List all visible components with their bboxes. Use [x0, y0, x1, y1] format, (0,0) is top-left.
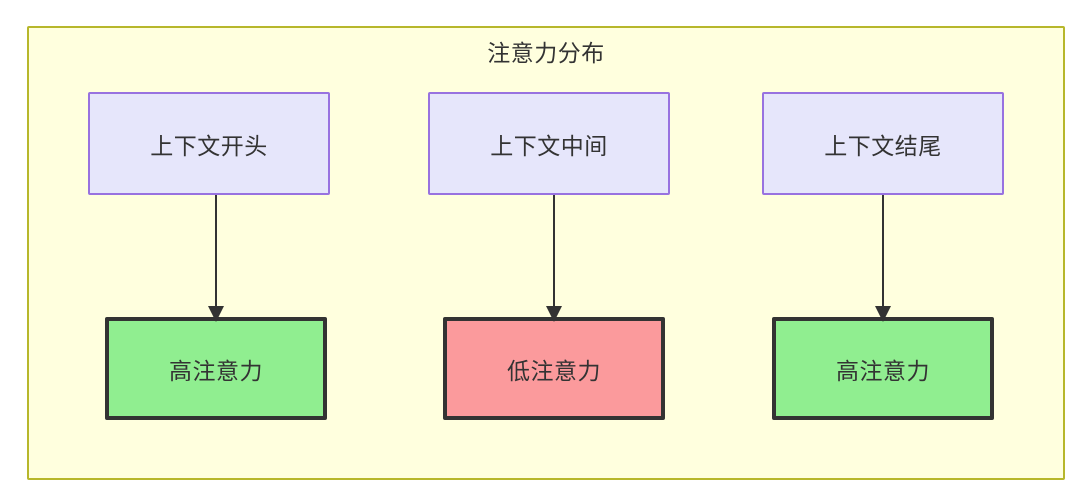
node-context-start-label: 上下文开头 — [150, 132, 268, 159]
node-context-middle[interactable]: 上下文中间 — [428, 92, 670, 195]
node-attention-middle-label: 低注意力 — [507, 357, 601, 384]
node-attention-start-label: 高注意力 — [169, 357, 263, 384]
node-context-end-label: 上下文结尾 — [824, 132, 942, 159]
node-context-start[interactable]: 上下文开头 — [88, 92, 330, 195]
node-attention-start[interactable]: 高注意力 — [105, 317, 327, 420]
node-attention-middle[interactable]: 低注意力 — [443, 317, 665, 420]
node-attention-end-label: 高注意力 — [836, 357, 930, 384]
node-attention-end[interactable]: 高注意力 — [772, 317, 994, 420]
node-context-middle-label: 上下文中间 — [490, 132, 608, 159]
node-context-end[interactable]: 上下文结尾 — [762, 92, 1004, 195]
subgraph-title: 注意力分布 — [487, 40, 605, 66]
